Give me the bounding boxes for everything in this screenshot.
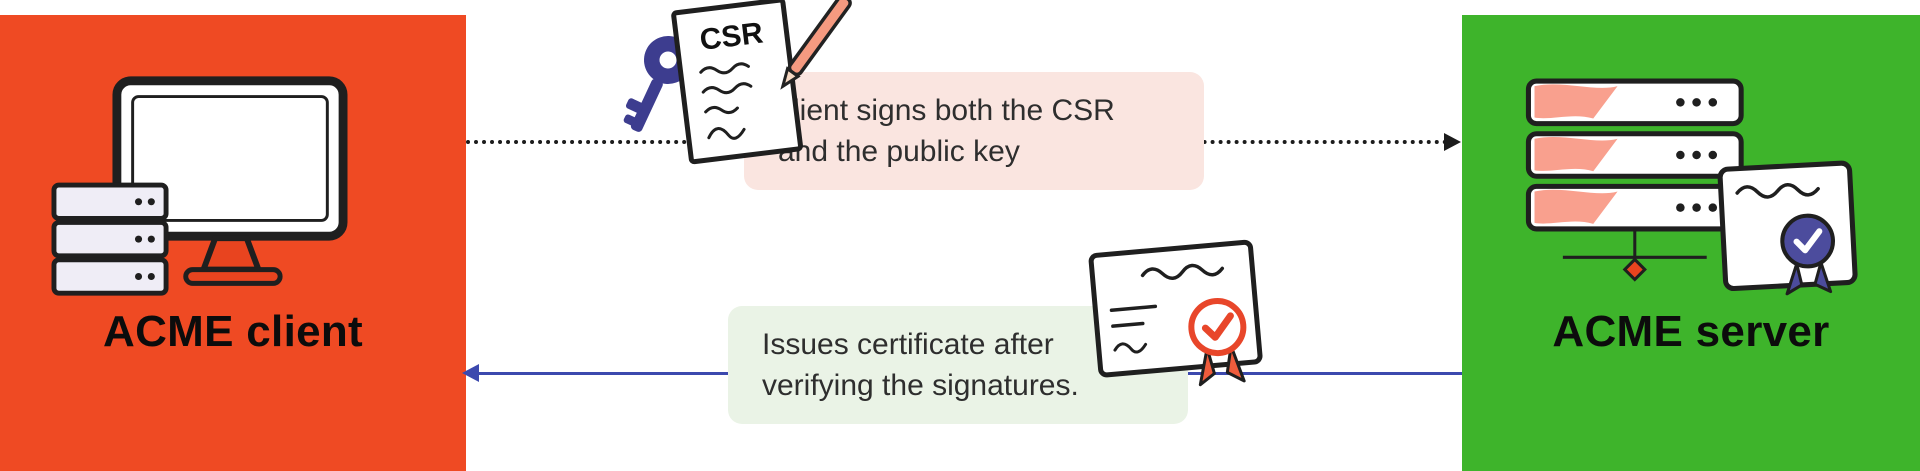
rosette-check-icon	[1780, 213, 1836, 296]
pencil-icon	[780, 0, 852, 90]
bottom-flow-label: Issues certificate after verifying the s…	[728, 306, 1188, 424]
csr-document-icon: CSR	[623, 0, 852, 165]
client-panel: ACME client	[0, 15, 466, 471]
server-rack-icon	[1525, 78, 1858, 296]
network-connector-icon	[1562, 228, 1707, 282]
top-arrow-head	[1444, 133, 1461, 151]
top-flow-text: client signs both the CSR and the public…	[778, 94, 1115, 168]
client-panel-title: ACME client	[103, 307, 363, 356]
top-flow-label: client signs both the CSR and the public…	[744, 72, 1204, 190]
csr-title-text: CSR	[698, 16, 765, 57]
monitor-icon	[112, 76, 348, 286]
server-panel-title: ACME server	[1552, 307, 1830, 356]
client-server-stack-icon	[51, 182, 169, 296]
server-panel: ACME server	[1462, 15, 1920, 471]
certificate-icon	[1088, 239, 1263, 387]
bottom-flow-text: Issues certificate after verifying the s…	[762, 328, 1079, 402]
client-computer-icon	[51, 76, 348, 296]
server-stack-icon	[1525, 78, 1744, 232]
csr-paper-icon: CSR	[671, 0, 804, 165]
server-certificate-icon	[1717, 160, 1858, 296]
bottom-arrow-head	[462, 364, 479, 382]
red-rosette-check-icon	[1188, 298, 1247, 387]
